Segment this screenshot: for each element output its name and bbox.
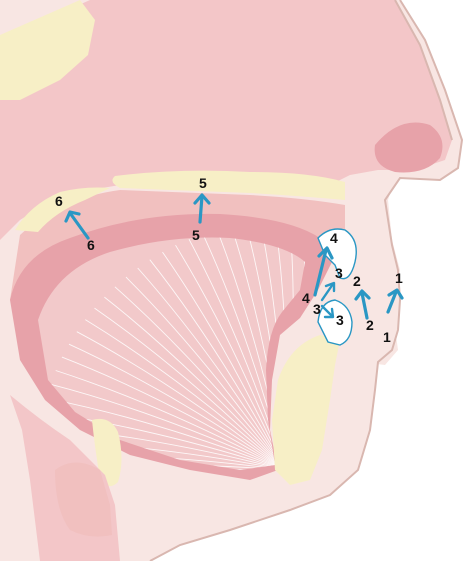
label-upper-3: 3 [335,265,343,281]
label-upper-4: 4 [330,230,338,246]
arrow-5 [200,196,202,222]
label-lower-2: 2 [366,317,374,333]
label-lower-1: 1 [383,329,391,345]
label-lower-4: 4 [302,290,310,306]
label-lower-3b: 3 [336,312,344,328]
label-upper-6: 6 [55,193,63,209]
label-lower-6: 6 [87,237,95,253]
label-lower-3a: 3 [313,301,321,317]
label-upper-5: 5 [199,175,207,191]
label-upper-2: 2 [353,273,361,289]
label-lower-5: 5 [192,227,200,243]
label-upper-1: 1 [395,270,403,286]
